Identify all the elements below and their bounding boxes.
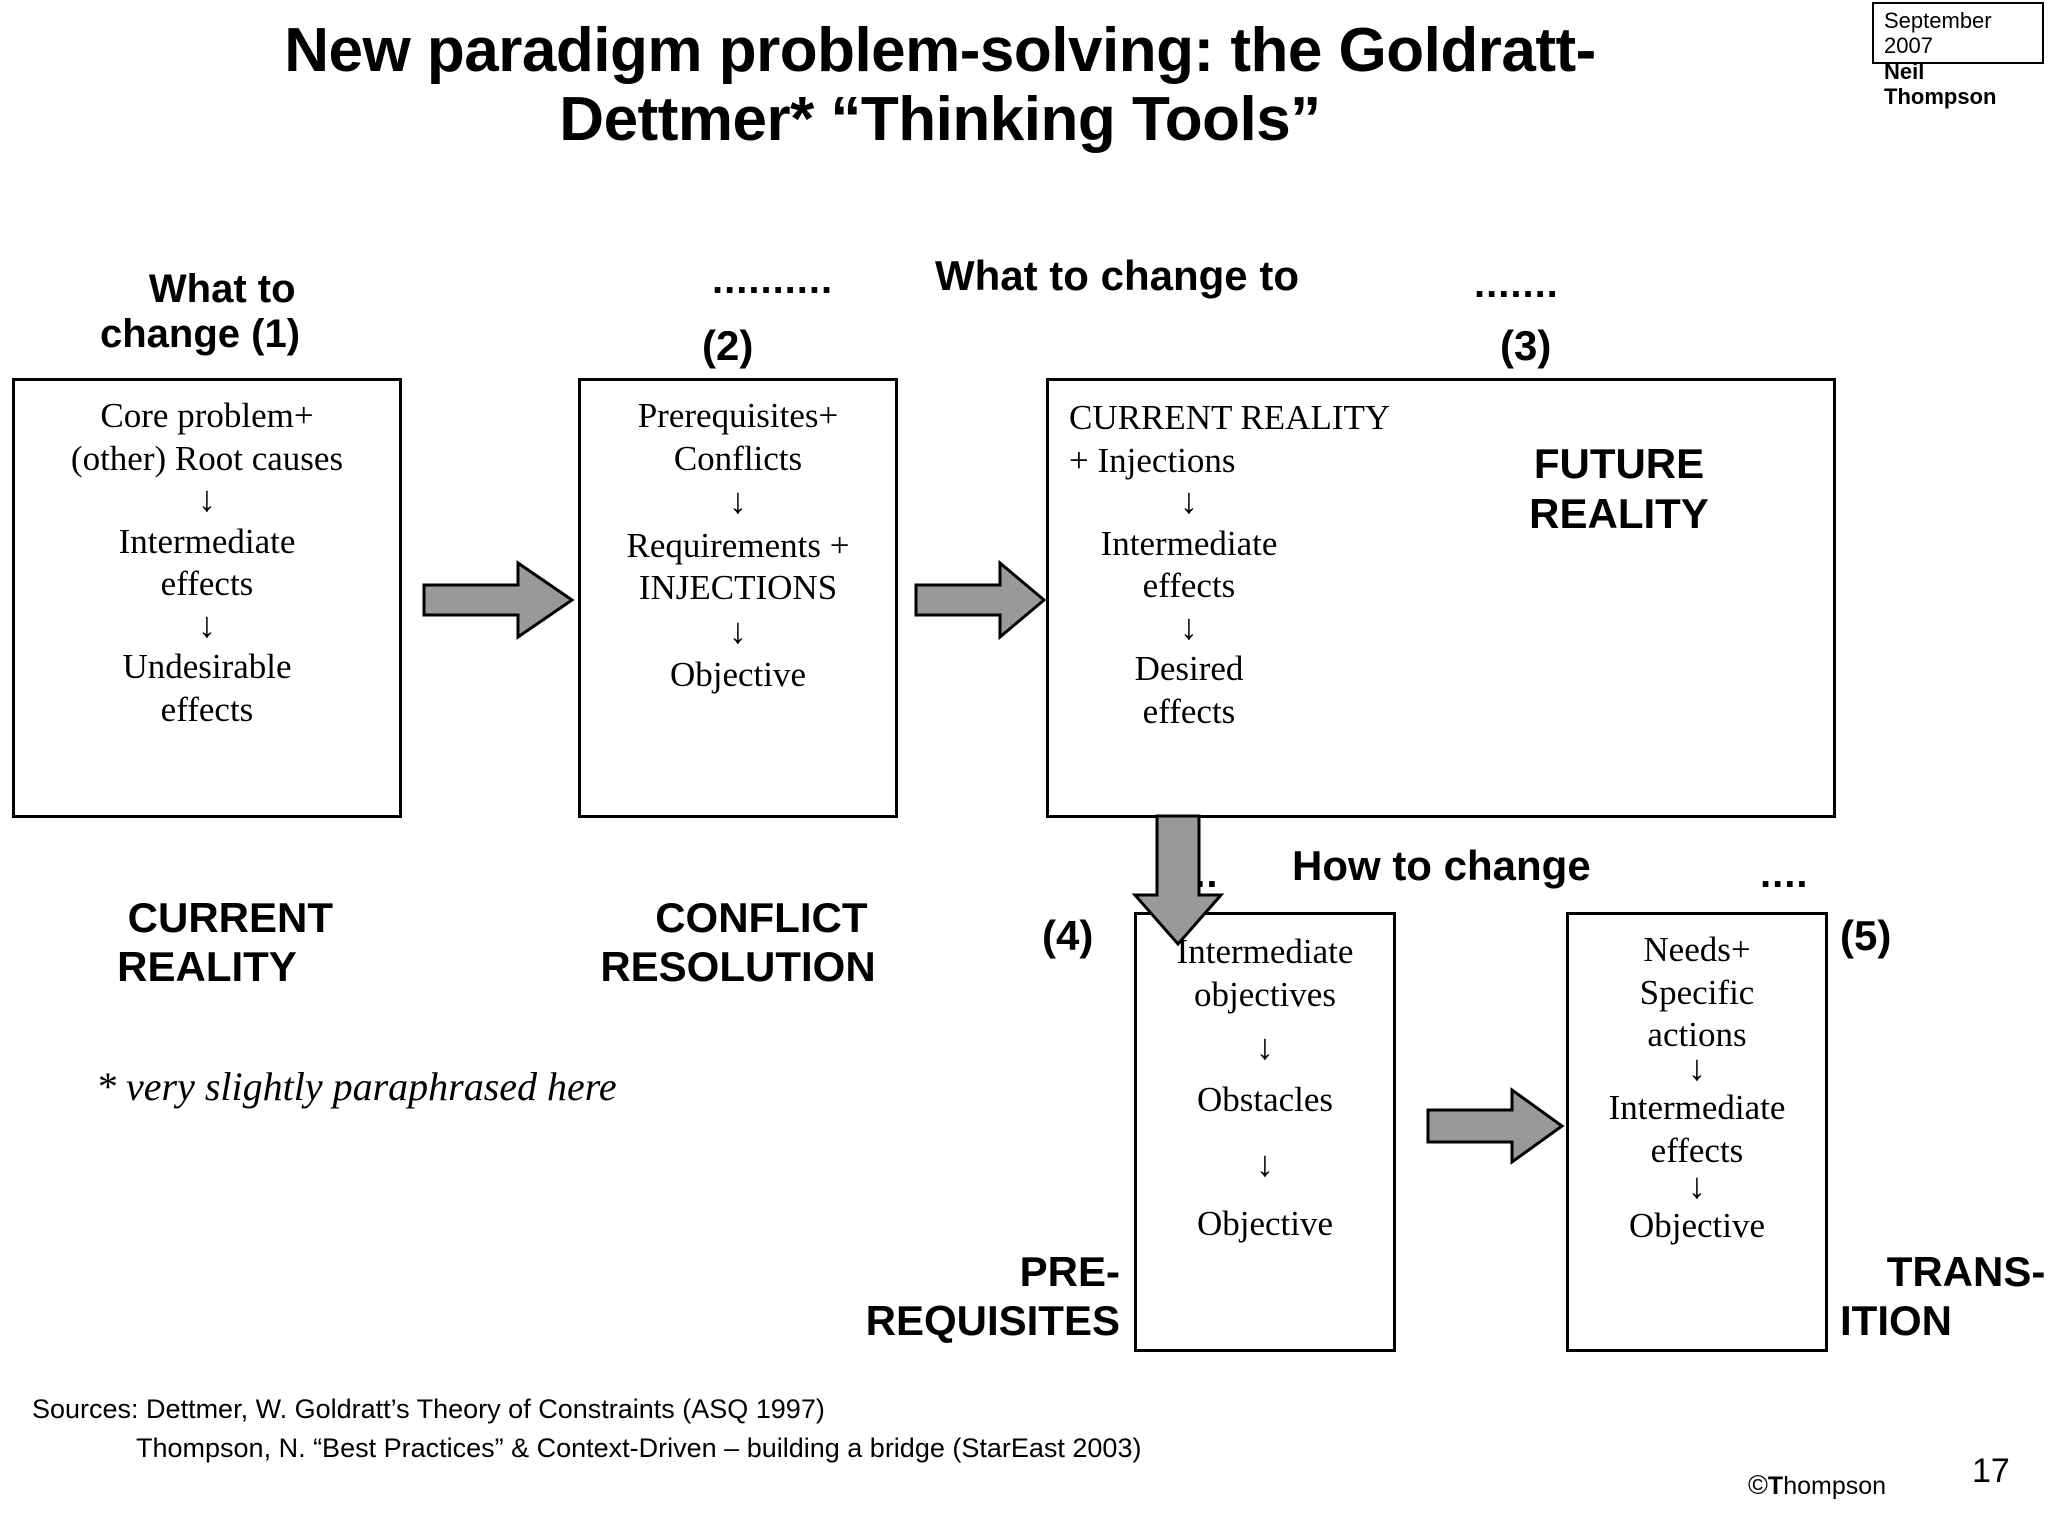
box3-line5: Desired [1134, 649, 1244, 689]
dots-left-how-to-change: .... [1170, 852, 1219, 896]
box-conflict-resolution: Prerequisites+ Conflicts ↓ Requirements … [578, 378, 898, 818]
box3-line4: effects [1142, 566, 1236, 606]
down-arrow-icon: ↓ [198, 604, 216, 645]
date-author-box: September 2007 Neil Thompson [1872, 2, 2044, 109]
box5-line4: Intermediate [1608, 1088, 1786, 1128]
box2-line4: INJECTIONS [638, 568, 838, 608]
step-number-5: (5) [1840, 912, 1892, 959]
step-number-3: (3) [1500, 322, 1552, 369]
box2-line1: Prerequisites+ [637, 396, 839, 435]
label-future-reality: FUTURE REALITY [1529, 440, 1709, 538]
caption-current-reality: CURRENT REALITY [117, 894, 333, 990]
box3-line1: CURRENT REALITY [1069, 398, 1391, 437]
box2-line2: Conflicts [673, 438, 803, 478]
box1-line2: (other) Root causes [70, 438, 344, 478]
box5-line5: effects [1650, 1130, 1744, 1170]
dots-right-what-to-change-to: ....... [1474, 262, 1559, 306]
dots-left-what-to-change-to: .......... [712, 258, 834, 302]
down-arrow-icon: ↓ [1180, 606, 1198, 647]
arrow-box2-to-box3 [914, 559, 1047, 641]
box3-line3: Intermediate [1100, 523, 1278, 563]
slide-title-line2: Dettmer* “Thinking Tools” [559, 85, 1321, 155]
logo-l1-rest: hompson [1783, 1472, 1887, 1500]
box-prerequisites: Intermediate objectives ↓ Obstacles ↓ Ob… [1134, 912, 1396, 1352]
footnote-paraphrase: * very slightly paraphrased here [96, 1064, 617, 1109]
box4-line2: objectives [1194, 974, 1336, 1014]
heading-how-to-change: How to change [1292, 842, 1591, 889]
caption-transition: TRANS- ITION [1840, 1248, 2046, 1344]
sources-block: Sources: Dettmer, W. Goldratt’s Theory o… [32, 1390, 1532, 1468]
box5-line2: Specific [1639, 972, 1755, 1012]
arrow-box1-to-box2 [422, 560, 575, 640]
box4-line3: Obstacles [1196, 1079, 1334, 1119]
sources-line-1: Sources: Dettmer, W. Goldratt’s Theory o… [32, 1394, 825, 1424]
box1-line5: Undesirable [122, 647, 292, 687]
step-number-2: (2) [702, 322, 754, 369]
box4-line1: Intermediate [1176, 932, 1354, 971]
box5-line1: Needs+ [1643, 930, 1751, 969]
logo-line-1: ©Thompson [1748, 1469, 1977, 1502]
logo-l1-initial: T [1767, 1472, 1784, 1500]
down-arrow-icon: ↓ [1688, 1048, 1706, 1089]
down-arrow-icon: ↓ [1688, 1165, 1706, 1206]
slide-title-line1: New paradigm problem-solving: the Goldra… [284, 16, 1596, 85]
slide-title: New paradigm problem-solving: the Goldra… [20, 16, 1860, 155]
presentation-date: September 2007 [1884, 8, 1992, 59]
down-arrow-icon: ↓ [198, 479, 216, 520]
down-arrow-icon: ↓ [1180, 481, 1198, 522]
down-arrow-icon: ↓ [1256, 1144, 1274, 1185]
box3-line6: effects [1142, 691, 1236, 731]
box2-line5: Objective [669, 655, 807, 695]
box1-line1: Core problem+ [100, 396, 314, 435]
box1-line4: effects [160, 564, 254, 604]
box-future-reality: CURRENT REALITY + Injections ↓ Intermedi… [1046, 378, 1836, 818]
caption-conflict-resolution: CONFLICT RESOLUTION [600, 894, 876, 990]
heading-what-to-change-to: What to change to [935, 252, 1299, 299]
presentation-author: Neil Thompson [1884, 58, 1997, 109]
down-arrow-icon: ↓ [729, 610, 747, 651]
box5-line6: Objective [1628, 1205, 1766, 1245]
box4-line4: Objective [1196, 1204, 1334, 1244]
dots-right-how-to-change: .... [1760, 852, 1809, 896]
copyright-icon: © [1748, 1470, 1768, 1500]
down-arrow-icon: ↓ [1256, 1027, 1274, 1068]
box-current-reality: Core problem+ (other) Root causes ↓ Inte… [12, 378, 402, 818]
arrow-box4-to-box5 [1426, 1087, 1565, 1165]
page-number: 17 [1972, 1452, 2010, 1490]
caption-prerequisites: PRE- REQUISITES [865, 1248, 1120, 1344]
box2-line3: Requirements + [626, 525, 850, 565]
heading-what-to-change: What to change (1) [99, 266, 301, 356]
box-transition: Needs+ Specific actions ↓ Intermediate e… [1566, 912, 1828, 1352]
box5-line3: actions [1647, 1015, 1747, 1055]
sources-line-2: Thompson, N. “Best Practices” & Context-… [136, 1433, 1142, 1464]
step-number-4: (4) [1042, 912, 1094, 959]
box1-line6: effects [160, 689, 254, 729]
down-arrow-icon: ↓ [729, 481, 747, 522]
company-logo: ©Thompson information Systems Consulting… [1748, 1408, 1977, 1536]
box1-line3: Intermediate [118, 521, 296, 561]
box3-line2: + Injections [1069, 440, 1236, 480]
